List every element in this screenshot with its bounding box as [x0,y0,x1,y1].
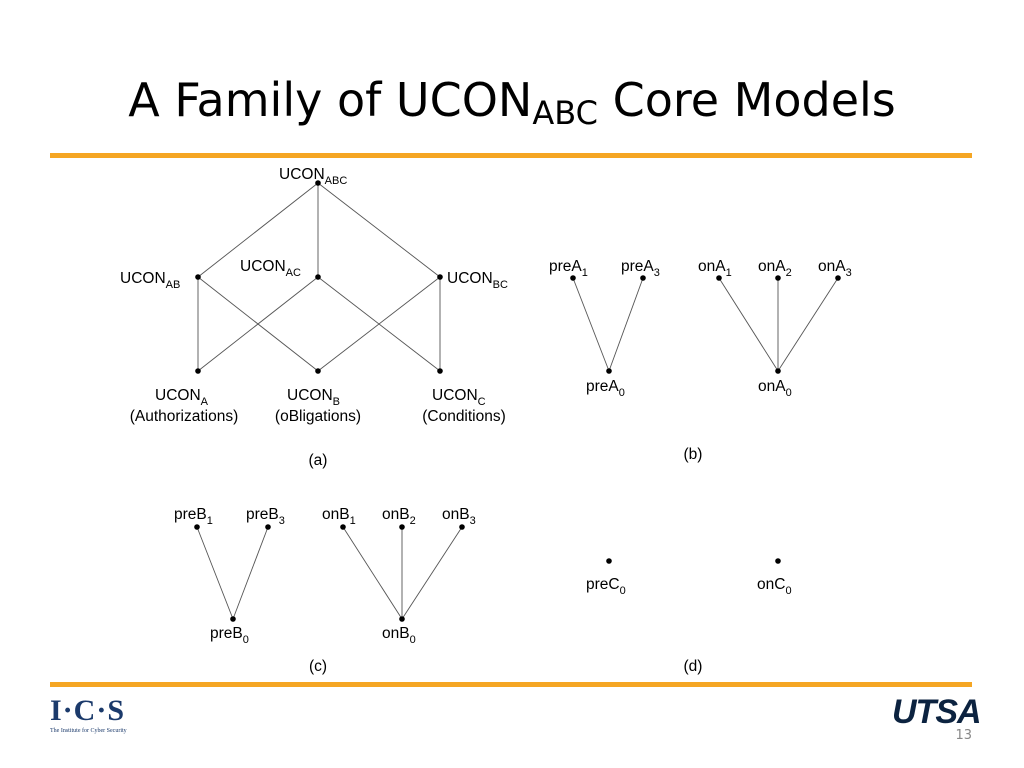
panel-a-nodes [195,180,443,374]
panel-c: preB1 preB3 preB0 onB1 onB2 onB3 onB0 (c… [174,506,476,675]
edge-preb3-preb0 [232,526,269,620]
label-ona3: onA3 [818,258,852,279]
label-prea3: preA3 [621,258,660,279]
edge-ac-a [197,276,319,372]
caption-b: (b) [684,446,703,463]
label-ucon-a: UCONA [155,387,209,408]
edge-preb1-preb0 [196,526,234,620]
title-main: A Family of UCON [128,73,533,127]
node-onc0 [775,558,781,564]
edge-onb3-onb0 [401,526,463,620]
node-ucon-c [437,368,443,374]
label-ucon-b-desc: (oBligations) [275,408,361,425]
panel-d: preC0 onC0 (d) [586,558,792,675]
node-ona0 [775,368,781,374]
label-ona0: onA0 [758,378,792,399]
label-ucon-ab: UCONAB [120,270,180,291]
ics-logo: I·C·S [50,694,126,727]
node-ucon-b [315,368,321,374]
edge-ona1-ona0 [718,277,779,372]
label-ucon-abc: UCONABC [279,166,347,187]
node-onb1 [340,524,346,530]
utsa-logo: UTSA [892,693,982,731]
node-ucon-ac [315,274,321,280]
slide-number: 13 [955,728,972,743]
bottom-divider [50,682,972,687]
node-ucon-bc [437,274,443,280]
edge-abc-bc [317,182,441,278]
panel-b: preA1 preA3 preA0 onA1 onA2 onA3 onA0 (b… [549,258,852,463]
edge-ona3-ona0 [777,277,839,372]
caption-c: (c) [309,658,327,675]
label-ucon-c-desc: (Conditions) [422,408,506,425]
label-prec0: preC0 [586,576,626,597]
label-ucon-b: UCONB [287,387,340,408]
node-ona3 [835,275,841,281]
edge-prea3-prea0 [608,277,644,372]
label-onb3: onB3 [442,506,476,527]
label-ucon-bc: UCONBC [447,270,508,291]
panel-a-edges [197,182,441,372]
label-ucon-a-desc: (Authorizations) [130,408,239,425]
node-prec0 [606,558,612,564]
node-prea0 [606,368,612,374]
node-preb3 [265,524,271,530]
edge-onb1-onb0 [342,526,403,620]
caption-d: (d) [684,658,703,675]
label-prea0: preA0 [586,378,625,399]
label-preb3: preB3 [246,506,285,527]
label-onb0: onB0 [382,625,416,646]
node-ucon-abc [315,180,321,186]
slide-title: A Family of UCONABC Core Models [0,60,1024,140]
node-onb0 [399,616,405,622]
label-preb1: preB1 [174,506,213,527]
ics-logo-block: I·C·S The Institute for Cyber Security [50,694,130,734]
edge-abc-ab [197,182,319,278]
node-preb0 [230,616,236,622]
node-ona1 [716,275,722,281]
label-onb1: onB1 [322,506,356,527]
node-ona2 [775,275,781,281]
edge-prea1-prea0 [572,277,610,372]
title-subscript: ABC [532,94,598,132]
label-onc0: onC0 [757,576,792,597]
label-ucon-c: UCONC [432,387,486,408]
node-ucon-ab [195,274,201,280]
ics-tagline: The Institute for Cyber Security [50,728,127,734]
node-ucon-a [195,368,201,374]
label-ona2: onA2 [758,258,792,279]
title-rest: Core Models [597,73,896,127]
panel-a-labels: UCONABC UCONAB UCONAC UCONBC UCONA (Auth… [120,166,508,469]
top-divider [50,153,972,158]
node-preb1 [194,524,200,530]
label-ucon-ac: UCONAC [240,258,301,279]
node-onb3 [459,524,465,530]
label-onb2: onB2 [382,506,416,527]
caption-a: (a) [309,452,328,469]
label-ona1: onA1 [698,258,732,279]
node-onb2 [399,524,405,530]
label-preb0: preB0 [210,625,249,646]
edge-bc-b [317,276,441,372]
node-prea3 [640,275,646,281]
label-prea1: preA1 [549,258,588,279]
node-prea1 [570,275,576,281]
